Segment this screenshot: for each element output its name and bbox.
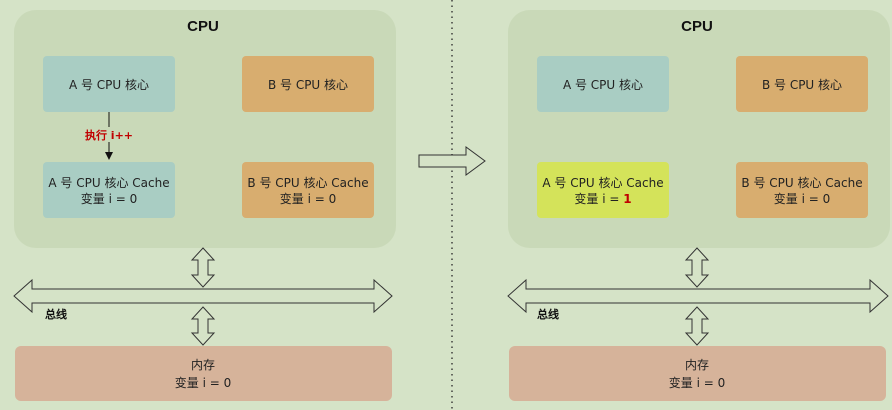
- right-cpu-title: CPU: [681, 18, 713, 35]
- left-core-a-label: A 号 CPU 核心: [69, 78, 149, 92]
- left-bus-memory-arrow: [190, 306, 216, 346]
- left-cache-a-title: A 号 CPU 核心 Cache: [48, 176, 169, 190]
- right-core-a: [537, 56, 669, 112]
- right-core-b-label: B 号 CPU 核心: [762, 78, 842, 92]
- left-core-a: [43, 56, 175, 112]
- left-core-b: [242, 56, 374, 112]
- left-scenario: CPU A 号 CPU 核心 B 号 CPU 核心 执行 i++ A 号 CPU…: [13, 10, 396, 401]
- left-cache-b: [242, 162, 374, 218]
- right-cache-b: [736, 162, 868, 218]
- left-cache-b-title: B 号 CPU 核心 Cache: [247, 176, 368, 190]
- right-cache-a-value: 变量 i = 1: [574, 191, 631, 206]
- left-exec-label: 执行 i++: [85, 128, 133, 142]
- right-memory-box: [509, 346, 886, 401]
- transition-arrow: [418, 146, 486, 176]
- right-cache-a: [537, 162, 669, 218]
- left-memory-title: 内存: [191, 358, 215, 372]
- left-exec-label-bg: [80, 127, 138, 142]
- left-bus-label: 总线: [45, 307, 67, 321]
- right-scenario: CPU A 号 CPU 核心 B 号 CPU 核心 A 号 CPU 核心 Cac…: [507, 10, 890, 401]
- left-memory-value: 变量 i = 0: [175, 375, 231, 390]
- right-cache-a-title: A 号 CPU 核心 Cache: [542, 176, 663, 190]
- left-cpu-bus-arrow: [190, 247, 216, 288]
- right-cache-b-value: 变量 i = 0: [774, 191, 830, 206]
- right-bus-memory-arrow: [684, 306, 710, 346]
- left-cpu-title: CPU: [187, 18, 219, 35]
- left-cache-a-value: 变量 i = 0: [81, 191, 137, 206]
- right-bus-arrow: [507, 278, 889, 314]
- left-cache-b-value: 变量 i = 0: [280, 191, 336, 206]
- right-cache-b-title: B 号 CPU 核心 Cache: [741, 176, 862, 190]
- right-bus-label: 总线: [537, 307, 559, 321]
- right-core-a-label: A 号 CPU 核心: [563, 78, 643, 92]
- left-memory-box: [15, 346, 392, 401]
- left-core-b-label: B 号 CPU 核心: [268, 78, 348, 92]
- right-core-b: [736, 56, 868, 112]
- right-cpu-bus-arrow: [684, 247, 710, 288]
- left-bus-arrow: [13, 278, 393, 314]
- right-memory-title: 内存: [685, 358, 709, 372]
- right-memory-value: 变量 i = 0: [669, 375, 725, 390]
- left-cache-a: [43, 162, 175, 218]
